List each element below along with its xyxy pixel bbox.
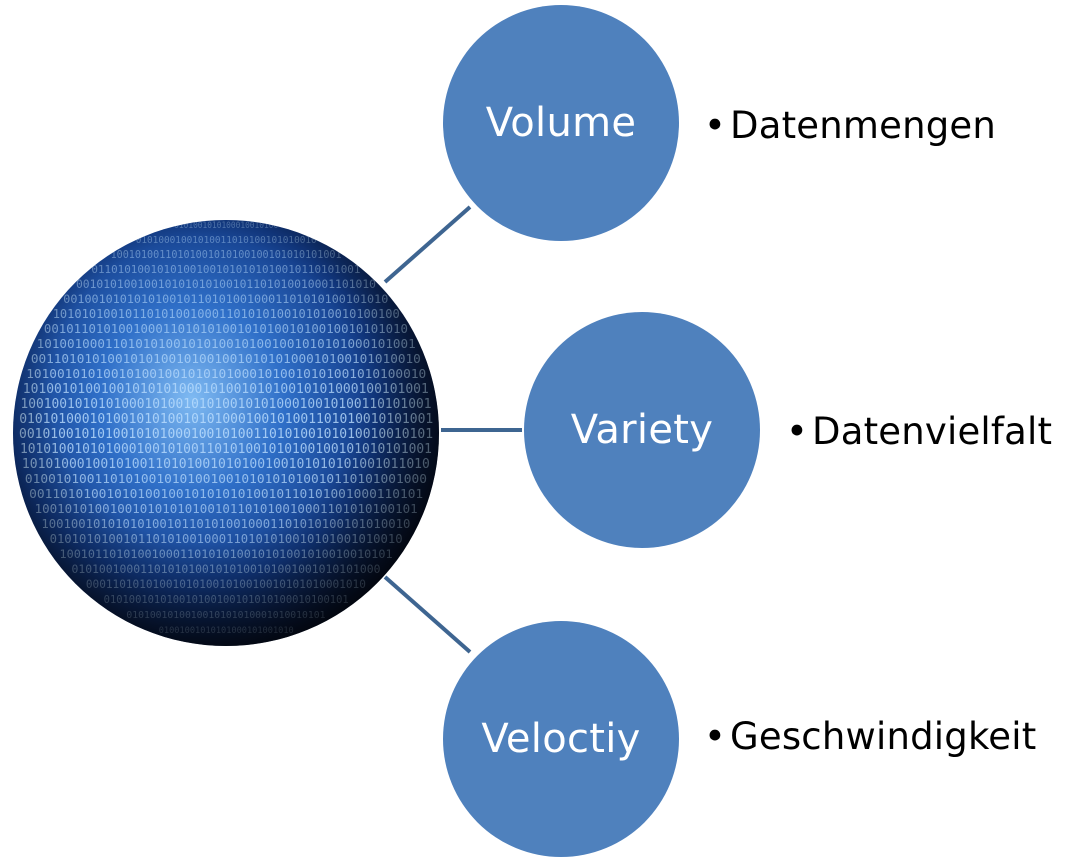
description-velocity: • Geschwindigkeit	[704, 711, 1036, 761]
connector-volume	[383, 205, 472, 284]
description-variety: • Datenvielfalt	[786, 406, 1052, 456]
connector-velocity	[383, 575, 472, 654]
binary-globe-icon: 0101001010100010010100010100010010100110…	[13, 220, 439, 646]
description-volume-text: Datenmengen	[730, 103, 997, 147]
bullet-velocity: •	[704, 714, 727, 758]
description-variety-text: Datenvielfalt	[812, 409, 1053, 453]
bullet-variety: •	[786, 409, 809, 453]
node-volume: Volume	[443, 5, 679, 241]
description-velocity-text: Geschwindigkeit	[730, 714, 1037, 758]
node-variety-label: Variety	[570, 407, 714, 453]
node-velocity: Veloctiy	[443, 621, 679, 857]
node-velocity-label: Veloctiy	[481, 716, 641, 762]
node-variety: Variety	[524, 312, 760, 548]
description-volume: • Datenmengen	[704, 100, 996, 150]
bullet-volume: •	[704, 103, 727, 147]
node-volume-label: Volume	[485, 100, 637, 146]
globe-shade	[13, 220, 439, 646]
